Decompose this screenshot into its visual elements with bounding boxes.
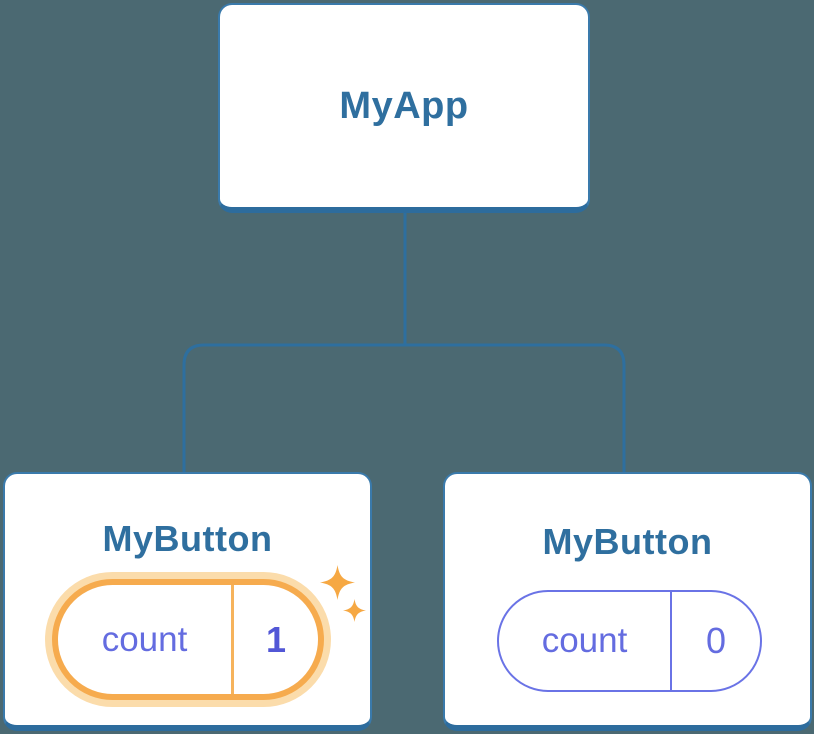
state-pill: count 0 bbox=[497, 590, 762, 692]
state-value: 1 bbox=[265, 618, 287, 660]
app-node-label: MyApp bbox=[339, 85, 469, 127]
state-key: count bbox=[58, 585, 234, 694]
state-key: count bbox=[499, 592, 672, 690]
state-pill-highlighted: count 1 bbox=[52, 579, 324, 700]
button-node: MyButton count 0 bbox=[443, 472, 812, 731]
state-value: 0 bbox=[705, 620, 727, 661]
button-node-label: MyButton bbox=[542, 521, 713, 562]
sparkles-icon bbox=[320, 565, 366, 622]
button-node-highlighted: MyButton count 1 bbox=[3, 472, 372, 731]
button-node-label: MyButton bbox=[102, 518, 273, 559]
app-node: MyApp bbox=[218, 3, 590, 213]
